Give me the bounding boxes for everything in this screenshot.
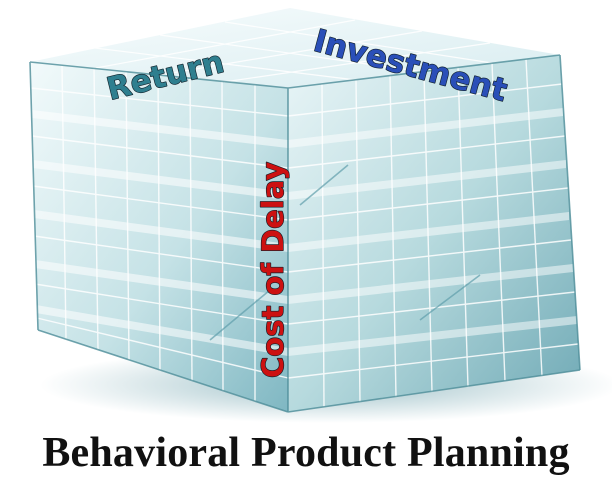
cost-of-delay-label: Cost of Delay — [256, 162, 290, 378]
staircase-detail — [209, 164, 481, 341]
glass-cube-illustration: Return Investment Cost of Delay — [29, 8, 612, 423]
cube-edges — [29, 54, 581, 413]
diagram-caption: Behavioral Product Planning — [42, 430, 570, 476]
cube-left-floor-slabs — [32, 110, 288, 356]
cube-left-grid — [30, 64, 289, 401]
cube-top-face — [30, 8, 560, 88]
cube-top-grid — [94, 19, 493, 83]
cube-right-grid — [287, 58, 579, 408]
